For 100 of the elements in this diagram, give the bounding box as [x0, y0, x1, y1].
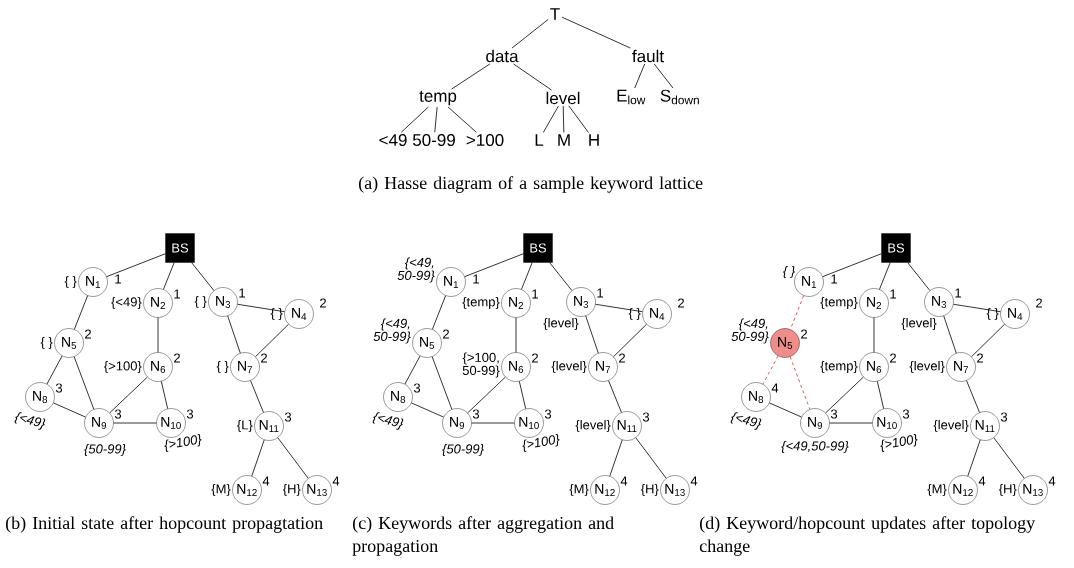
- hop-count: 2: [320, 298, 326, 308]
- link-line: [971, 323, 1005, 358]
- sensor-node: N$_{2}$: [859, 288, 889, 318]
- lattice-label: S$_{down}$: [660, 89, 699, 105]
- hop-count: 1: [597, 288, 603, 298]
- hop-count: 3: [55, 383, 63, 393]
- sensor-node: N$_{1}$: [794, 267, 824, 297]
- keyword-set-label: {50-99}: [442, 443, 484, 457]
- sensor-node: N$_{8}$: [741, 382, 771, 412]
- link-line: [73, 356, 95, 410]
- hop-count: 2: [261, 353, 267, 363]
- hop-count: 2: [619, 353, 625, 363]
- sensor-node: N$_{10}$: [872, 408, 902, 438]
- link-line: [825, 376, 864, 414]
- subfigure-caption: (a) Hasse diagram of a sample keyword lattice: [359, 176, 703, 193]
- keyword-set-label: {temp}: [820, 296, 858, 310]
- hop-count: 2: [532, 353, 538, 363]
- sensor-node: N$_{8}$: [25, 382, 55, 412]
- link-line: [191, 262, 215, 291]
- hop-count: 4: [771, 383, 779, 393]
- hop-count: 4: [332, 476, 340, 486]
- sensor-node: N$_{11}$: [254, 411, 284, 441]
- link-line: [53, 402, 86, 418]
- keyword-set-label: {level}: [933, 419, 969, 433]
- link-line: [993, 437, 1025, 479]
- keyword-set-label: {level}: [575, 419, 611, 433]
- link-line: [73, 295, 89, 330]
- keyword-set-label: { }: [783, 265, 795, 279]
- sensor-node: N$_{13}$: [1018, 475, 1048, 505]
- hop-count: 3: [642, 412, 650, 422]
- hop-count: 3: [284, 412, 292, 422]
- sensor-node: N$_{10}$: [514, 408, 544, 438]
- hop-count: 2: [1036, 298, 1042, 308]
- lattice-label: H: [589, 134, 599, 146]
- link-line: [250, 380, 264, 413]
- keyword-set-label: { }: [64, 275, 77, 289]
- lattice-line: [451, 63, 491, 90]
- link-line: [873, 317, 875, 353]
- sensor-node: N$_{2}$: [501, 288, 531, 318]
- base-station-box: BS: [523, 233, 553, 263]
- sensor-node: N$_{9}$: [442, 408, 472, 438]
- subfigure-caption: (c) Keywords after aggregation and propagation: [352, 516, 614, 556]
- sensor-node: N$_{2}$: [143, 288, 173, 318]
- sensor-node: N$_{1}$: [78, 267, 108, 297]
- lattice-label: data: [486, 49, 519, 63]
- lattice-label: fault: [632, 49, 664, 63]
- link-line: [255, 323, 289, 358]
- link-line: [943, 315, 957, 354]
- link-line: [160, 380, 169, 410]
- hop-count: 1: [115, 274, 121, 284]
- keyword-set-label: {<49}: [730, 412, 762, 430]
- hop-count: 2: [85, 329, 91, 339]
- keyword-set-label: {H}: [282, 483, 301, 497]
- keyword-set-label: {level}: [901, 317, 937, 331]
- link-line: [549, 262, 573, 291]
- keyword-set-label: {level}: [543, 317, 579, 331]
- hop-count: 3: [186, 409, 194, 419]
- keyword-set-label: {>100}: [104, 360, 142, 374]
- keyword-set-label: {<49,50-99}: [781, 440, 849, 454]
- hop-count: 4: [978, 476, 986, 486]
- keyword-set-label: {L}: [237, 419, 253, 433]
- lattice-line: [511, 19, 549, 49]
- keyword-set-label: {temp}: [820, 360, 858, 374]
- sensor-node: N$_{9}$: [84, 408, 114, 438]
- sensor-node: N$_{5}$: [770, 328, 800, 358]
- link-line: [404, 355, 421, 385]
- hop-count: 4: [690, 476, 698, 486]
- keyword-set-label: { }: [194, 295, 207, 309]
- keyword-set-label: { }: [986, 307, 999, 321]
- hop-count: 2: [801, 329, 807, 339]
- lattice-label: M: [558, 134, 570, 146]
- link-line: [237, 303, 285, 313]
- subfigure-caption: (d) Keyword/hopcount updates after topology change: [699, 516, 1036, 556]
- sensor-node: N$_{12}$: [590, 475, 620, 505]
- link-line: [953, 303, 1001, 313]
- lattice-line: [634, 63, 646, 89]
- hop-count: 1: [239, 288, 245, 298]
- link-line: [411, 402, 444, 418]
- keyword-set-label: {level}: [551, 360, 587, 374]
- link-line: [106, 253, 166, 278]
- link-line: [966, 380, 980, 413]
- hop-count: 4: [620, 476, 628, 486]
- sensor-node: N$_{7}$: [588, 352, 618, 382]
- sensor-node: N$_{8}$: [383, 382, 413, 412]
- keyword-set-label: {M}: [569, 483, 589, 497]
- keyword-set-label: {<49, 50-99}: [397, 257, 435, 283]
- sensor-node: N$_{5}$: [412, 328, 442, 358]
- sensor-node: N$_{6}$: [859, 352, 889, 382]
- keyword-set-label: {<49, 50-99}: [731, 318, 769, 344]
- keyword-set-label: { }: [40, 336, 53, 350]
- link-line: [822, 253, 882, 278]
- link-line: [879, 262, 891, 290]
- link-line: [595, 303, 643, 313]
- link-line: [251, 439, 265, 477]
- lattice-label: level: [546, 91, 580, 105]
- lattice-label: temp: [419, 90, 457, 106]
- keyword-set-label: {50-99}: [84, 443, 126, 457]
- sensor-node: N$_{4}$: [284, 299, 314, 329]
- hop-count: 3: [830, 409, 838, 419]
- link-line: [431, 356, 453, 410]
